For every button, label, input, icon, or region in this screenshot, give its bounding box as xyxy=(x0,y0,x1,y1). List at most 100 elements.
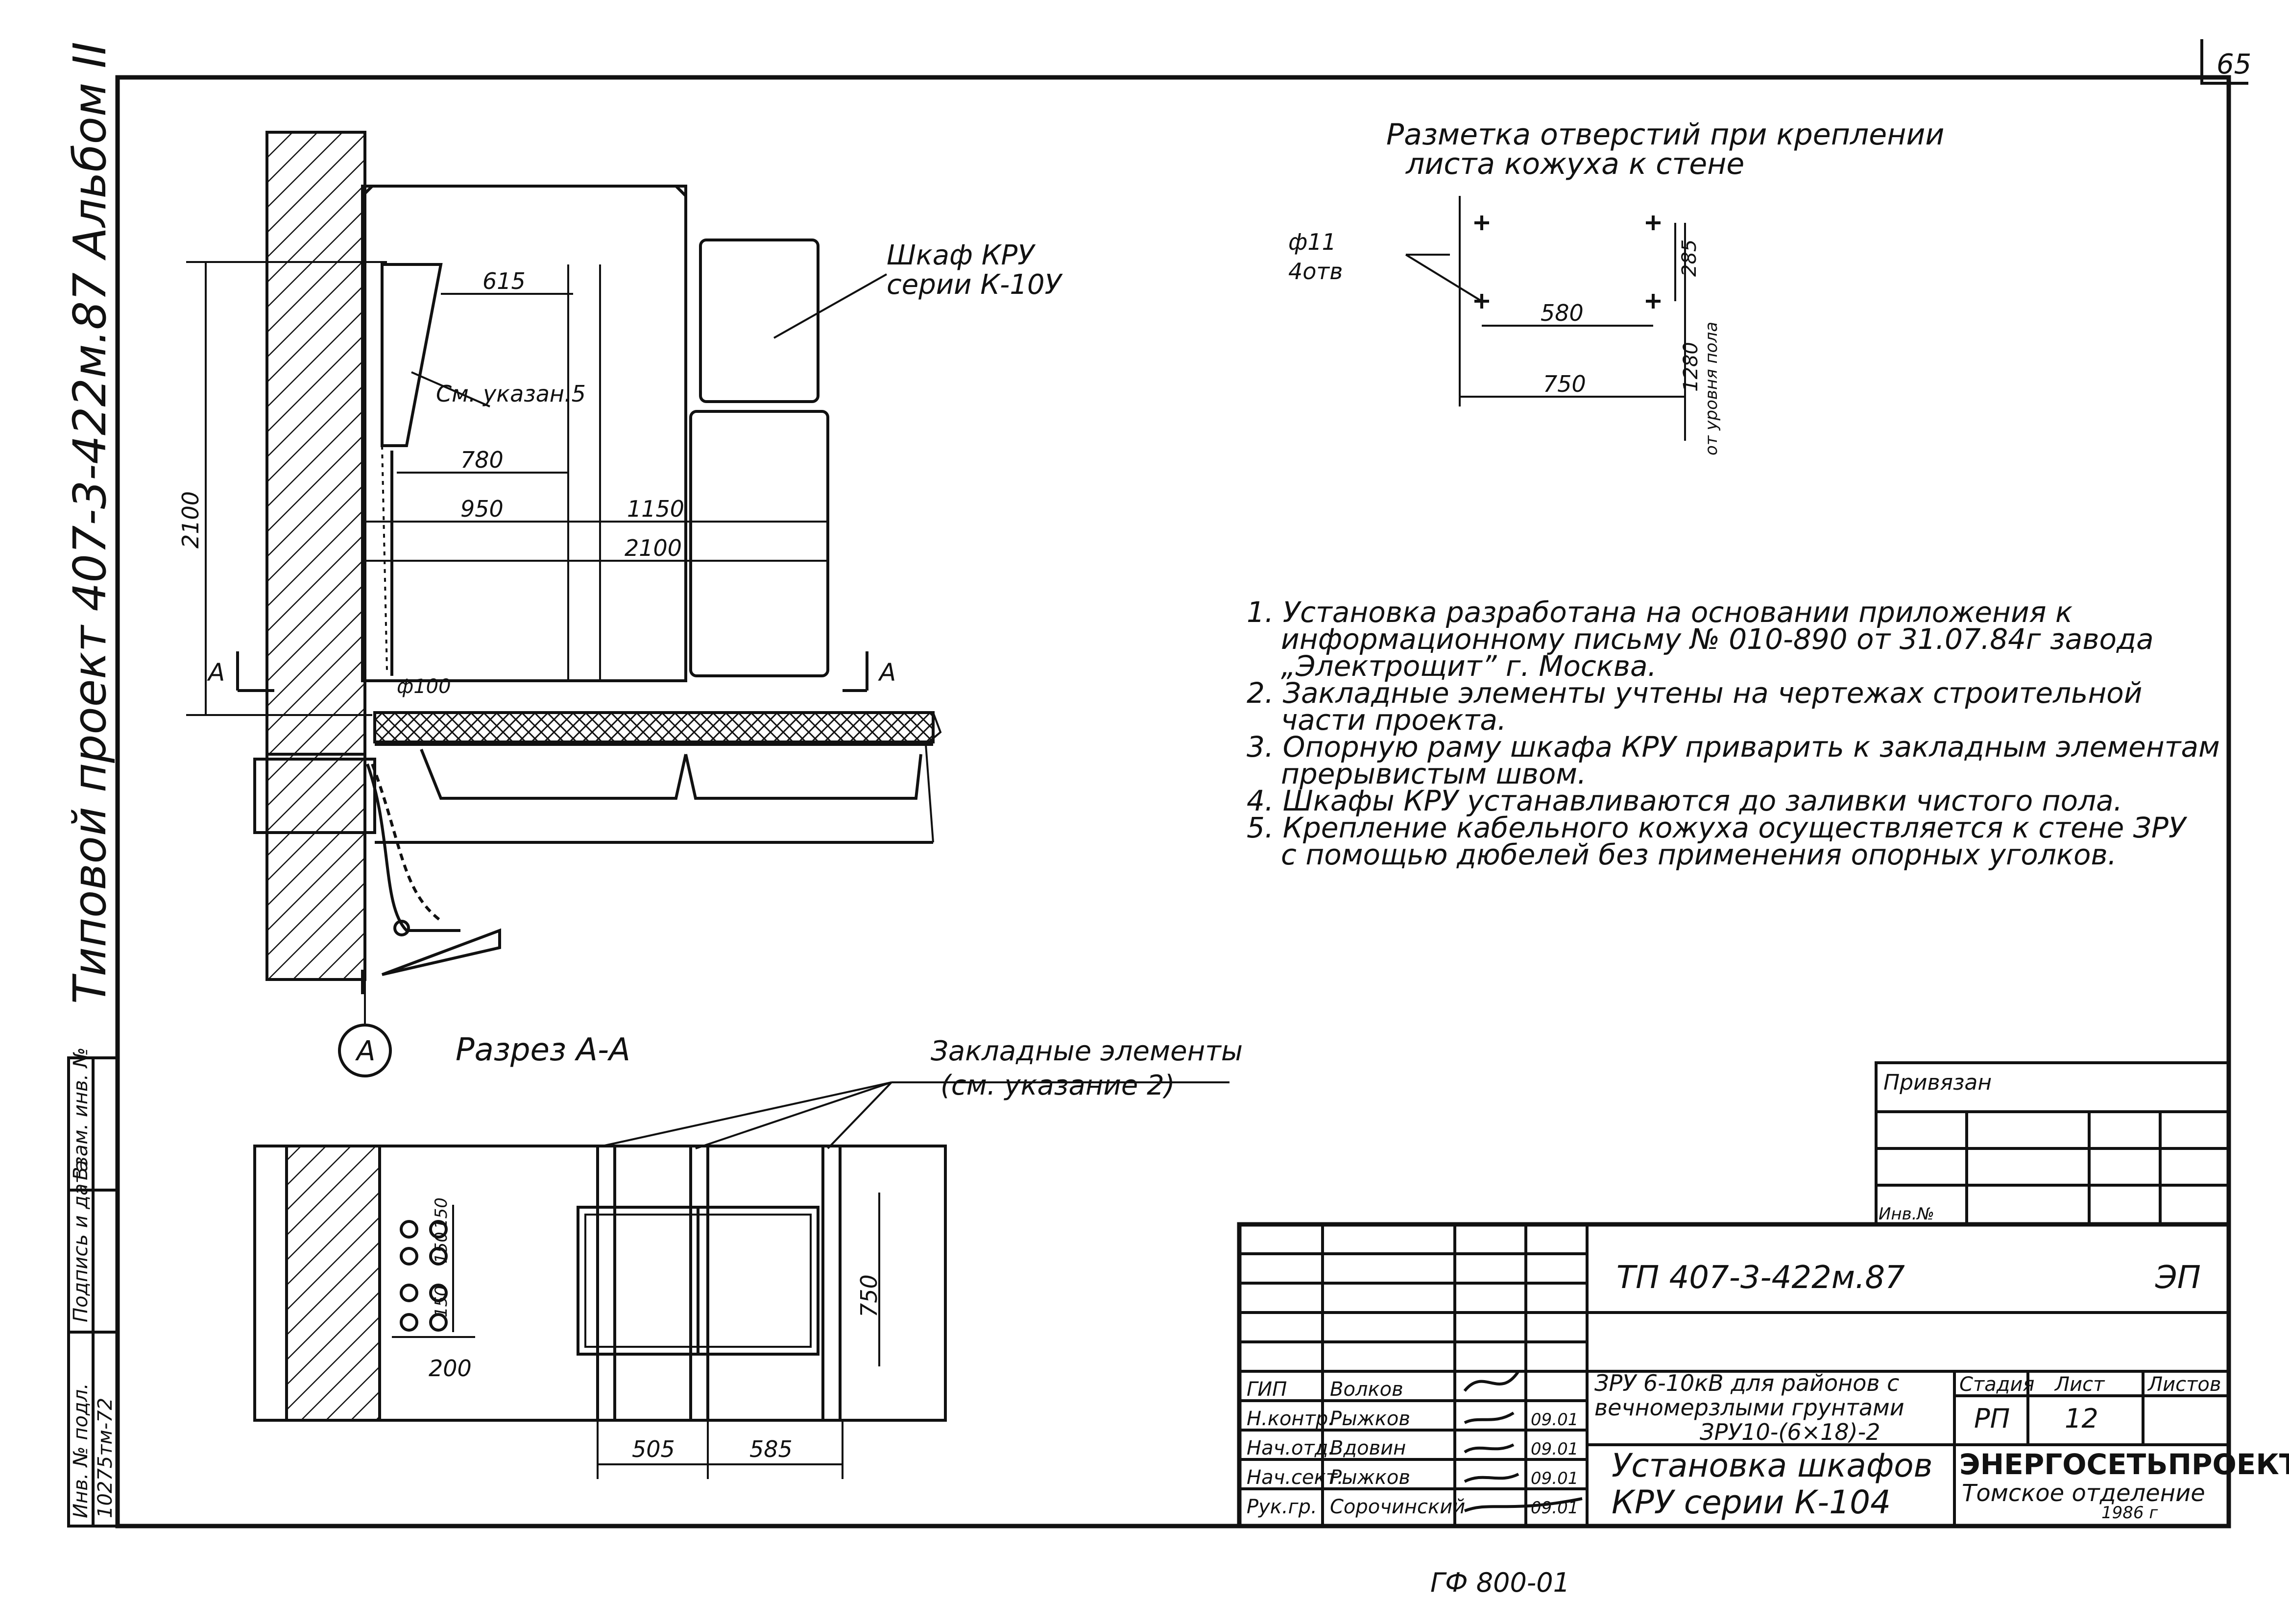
row-name: Сорочинский xyxy=(1330,1496,1465,1518)
row-name: Рыжков xyxy=(1330,1466,1410,1489)
hole-7 xyxy=(429,1284,448,1302)
axis-label: А xyxy=(355,1035,375,1067)
hole-1 xyxy=(400,1220,418,1239)
marking-dim-1280: 1280 xyxy=(1680,342,1702,392)
cabinet-label-line2: серии К-10У xyxy=(887,269,1063,301)
sheet-label: Лист xyxy=(2054,1373,2105,1396)
section-mark-left: А xyxy=(207,651,274,692)
sheet-number: 65 xyxy=(2217,48,2251,80)
cabinet-upper-box xyxy=(699,239,819,403)
hole-2 xyxy=(400,1247,418,1266)
note-line: „Электрощит” г. Москва. xyxy=(1281,649,1657,683)
marking-dim-750: 750 xyxy=(1543,371,1586,397)
binding-inv-label: Инв.№ xyxy=(1879,1204,1934,1224)
row-role: Нач.сект. xyxy=(1247,1466,1344,1489)
note-line: части проекта. xyxy=(1281,703,1506,737)
cabinet-label-line1: Шкаф КРУ xyxy=(887,239,1036,271)
stamp-inv-label: Инв. № подл. xyxy=(70,1383,92,1518)
row-date: 09.01 xyxy=(1531,1410,1578,1430)
marking-holes xyxy=(1474,215,1661,309)
binding-label: Привязан xyxy=(1883,1070,1992,1095)
small-dim-2: 150 xyxy=(432,1232,451,1264)
axis-bubble xyxy=(338,1024,392,1077)
corner-stamp: Инв. № подл. Подпись и дата Взам. инв. №… xyxy=(67,1047,119,1528)
discipline-code: ЭП xyxy=(2155,1260,2201,1296)
dim-950: 950 xyxy=(460,496,504,522)
hole-label-top: ф11 xyxy=(1288,229,1336,255)
pipe-dia: ф100 xyxy=(397,675,451,698)
dowel-holes xyxy=(400,1220,448,1332)
sheet-title-line1: Установка шкафов xyxy=(1612,1447,1933,1484)
small-dim-1: 150 xyxy=(432,1197,451,1229)
note-callout: См. указан.5 xyxy=(436,381,586,407)
note-line: 2. Закладные элементы учтены на чертежах… xyxy=(1247,676,2142,710)
marking-floor-note: от уровня пола xyxy=(1702,322,1721,455)
cabinet-lower-box xyxy=(689,410,829,677)
small-dim-3: 150 xyxy=(432,1286,451,1317)
cable-shroud xyxy=(381,263,443,447)
floor-slab xyxy=(373,711,935,743)
wall-hatch xyxy=(265,131,366,756)
object-title-line2: вечномерзлыми грунтами xyxy=(1594,1394,1904,1421)
signature-scribble xyxy=(1463,1370,1520,1392)
marking-title-2: листа кожуха к стене xyxy=(1405,147,1744,181)
note-line: прерывистым швом. xyxy=(1281,757,1587,790)
notes-block: 1. Установка разработана на основании пр… xyxy=(1247,596,2220,871)
row-name: Волков xyxy=(1330,1378,1403,1401)
stage-label: Стадия xyxy=(1959,1373,2034,1396)
row-role: Рук.гр. xyxy=(1247,1496,1317,1518)
stamp-signature-label: Подпись и дата xyxy=(70,1160,92,1322)
org-year: 1986 г xyxy=(2101,1503,2158,1523)
sheets-label: Листов xyxy=(2147,1373,2221,1396)
note-line: 3. Опорную раму шкафа КРУ приварить к за… xyxy=(1247,730,2220,764)
footer-code: ГФ 800-01 xyxy=(1430,1567,1570,1598)
dim-750-section: 750 xyxy=(856,1274,882,1317)
hole-4 xyxy=(400,1313,418,1332)
marking-dim-285: 285 xyxy=(1678,239,1701,277)
dim-2100-vertical: 2100 xyxy=(177,491,204,549)
dim-2100-horizontal: 2100 xyxy=(625,535,682,561)
main-frame xyxy=(115,75,2231,1528)
object-title-line1: ЗРУ 6-10кВ для районов с xyxy=(1594,1370,1899,1396)
row-role: Н.контр. xyxy=(1247,1408,1334,1430)
dim-1150: 1150 xyxy=(627,496,684,522)
marking-title-1: Разметка отверстий при креплении xyxy=(1386,118,1944,152)
hole-8 xyxy=(429,1313,448,1332)
title-block: ТП 407-3-422м.87 ЭП ГИП Волков Н.контр. … xyxy=(1237,1222,2289,1528)
note-line: с помощью дюбелей без применения опорных… xyxy=(1281,838,2117,871)
row-role: ГИП xyxy=(1247,1378,1287,1401)
svg-text:А: А xyxy=(207,658,225,687)
hole-label-bottom: 4отв xyxy=(1288,258,1343,285)
stamp-replace-label: Взам. инв. № xyxy=(70,1047,92,1180)
section-view: Разрез А-А 150 150 150 200 750 xyxy=(253,1032,1243,1479)
binding-box: Привязан Инв.№ xyxy=(1875,1061,2230,1226)
org-name: ЭНЕРГОСЕТЬПРОЕКТ xyxy=(1959,1448,2289,1481)
embedded-label-1: Закладные элементы xyxy=(931,1035,1243,1067)
signature-scribble xyxy=(1464,1443,1515,1454)
note-line: 4. Шкафы КРУ устанавливаются до заливки … xyxy=(1247,784,2122,817)
sheet-title-line2: КРУ серии К-104 xyxy=(1612,1483,1891,1521)
row-name: Вдовин xyxy=(1330,1437,1406,1459)
svg-text:А: А xyxy=(878,658,896,687)
signature-scribble xyxy=(1464,1497,1583,1512)
hole-3 xyxy=(400,1284,418,1302)
object-title-line3: ЗРУ10-(6×18)-2 xyxy=(1700,1419,1880,1445)
note-line: 5. Крепление кабельного кожуха осуществл… xyxy=(1247,811,2188,844)
section-mark-right: А xyxy=(843,651,896,692)
dim-200: 200 xyxy=(429,1355,472,1382)
org-branch: Томское отделение xyxy=(1962,1480,2205,1507)
signature-rows: ГИП Волков Н.контр. Рыжков 09.01 Нач.отд… xyxy=(1247,1378,1578,1518)
stage-value: РП xyxy=(1974,1403,2010,1434)
marking-dim-580: 580 xyxy=(1541,300,1584,326)
sheet-number-box: 65 xyxy=(2200,39,2251,85)
dim-505: 505 xyxy=(632,1436,675,1462)
signature-scribble xyxy=(1464,1473,1519,1483)
elevation-view: 2100 615 780 950 1150 2100 ф100 Шкаф КРУ… xyxy=(177,131,1063,1077)
dim-585: 585 xyxy=(749,1436,793,1462)
embedded-label-2: (см. указание 2) xyxy=(940,1070,1175,1101)
row-date: 09.01 xyxy=(1531,1469,1578,1488)
cabinet-body xyxy=(361,185,687,682)
row-date: 09.01 xyxy=(1531,1439,1578,1459)
hole-marking-detail: Разметка отверстий при креплении листа к… xyxy=(1288,118,1944,455)
